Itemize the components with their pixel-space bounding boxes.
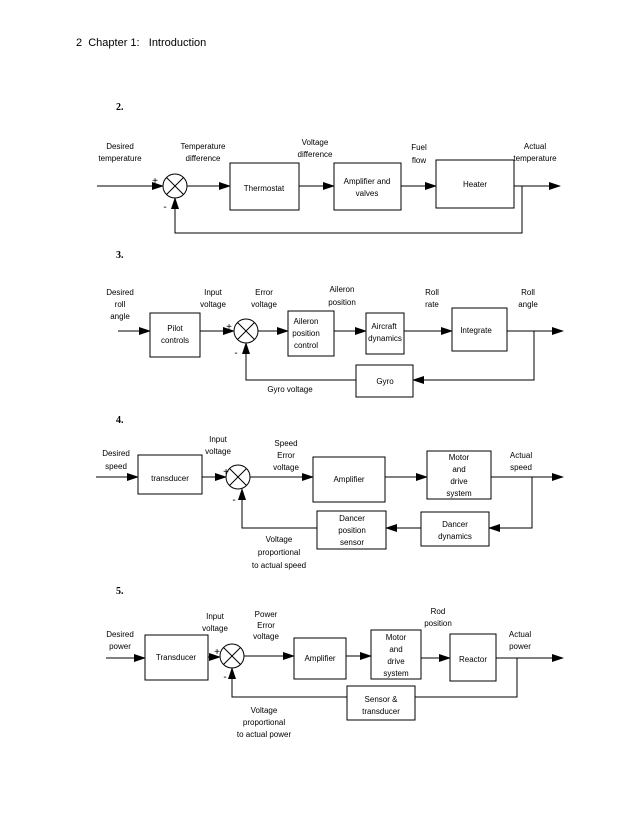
summing-junction — [233, 318, 259, 344]
plus-sign: + — [223, 467, 229, 478]
diagram-number: 4. — [116, 415, 124, 426]
block-transducer: transducer — [137, 454, 203, 495]
block-thermostat: Thermostat — [229, 162, 300, 211]
summing-junction — [219, 643, 245, 669]
svg-text:Amplifier: Amplifier — [333, 475, 364, 484]
plus-sign: + — [152, 176, 158, 187]
svg-text:Integrate: Integrate — [460, 326, 492, 335]
label-feedback: Gyro voltage — [267, 385, 313, 394]
svg-text:transducer: transducer — [151, 474, 189, 483]
svg-text:Amplifier: Amplifier — [304, 654, 335, 663]
diagram-number: 5. — [116, 586, 124, 597]
summing-junction — [225, 464, 251, 490]
svg-text:Transducer: Transducer — [156, 653, 197, 662]
block-sensor-and-transducer: Sensor &transducer — [346, 685, 416, 721]
plus-sign: + — [214, 647, 220, 658]
block-reactor: Reactor — [449, 633, 497, 682]
block-transducer: Transducer — [144, 634, 209, 681]
block-amplifier: Amplifier — [293, 637, 347, 680]
svg-text:Sensor &transducer: Sensor &transducer — [362, 695, 400, 716]
svg-text:Heater: Heater — [463, 180, 487, 189]
block-amplifier: Amplifier — [312, 456, 386, 503]
svg-text:Gyro: Gyro — [376, 377, 394, 386]
minus-sign: - — [163, 202, 166, 213]
block-gyro: Gyro — [355, 364, 414, 398]
page-header: 2 Chapter 1: Introduction — [76, 37, 207, 49]
summing-junction — [162, 173, 188, 199]
minus-sign: - — [232, 495, 235, 506]
block-heater: Heater — [435, 159, 515, 209]
plus-sign: + — [226, 322, 232, 333]
svg-text:Thermostat: Thermostat — [244, 184, 285, 193]
diagram-number: 2. — [116, 102, 124, 113]
minus-sign: - — [223, 672, 226, 683]
minus-sign: - — [234, 348, 237, 359]
diagram-number: 3. — [116, 250, 124, 261]
block-integrate: Integrate — [451, 307, 508, 352]
svg-text:Reactor: Reactor — [459, 655, 487, 664]
